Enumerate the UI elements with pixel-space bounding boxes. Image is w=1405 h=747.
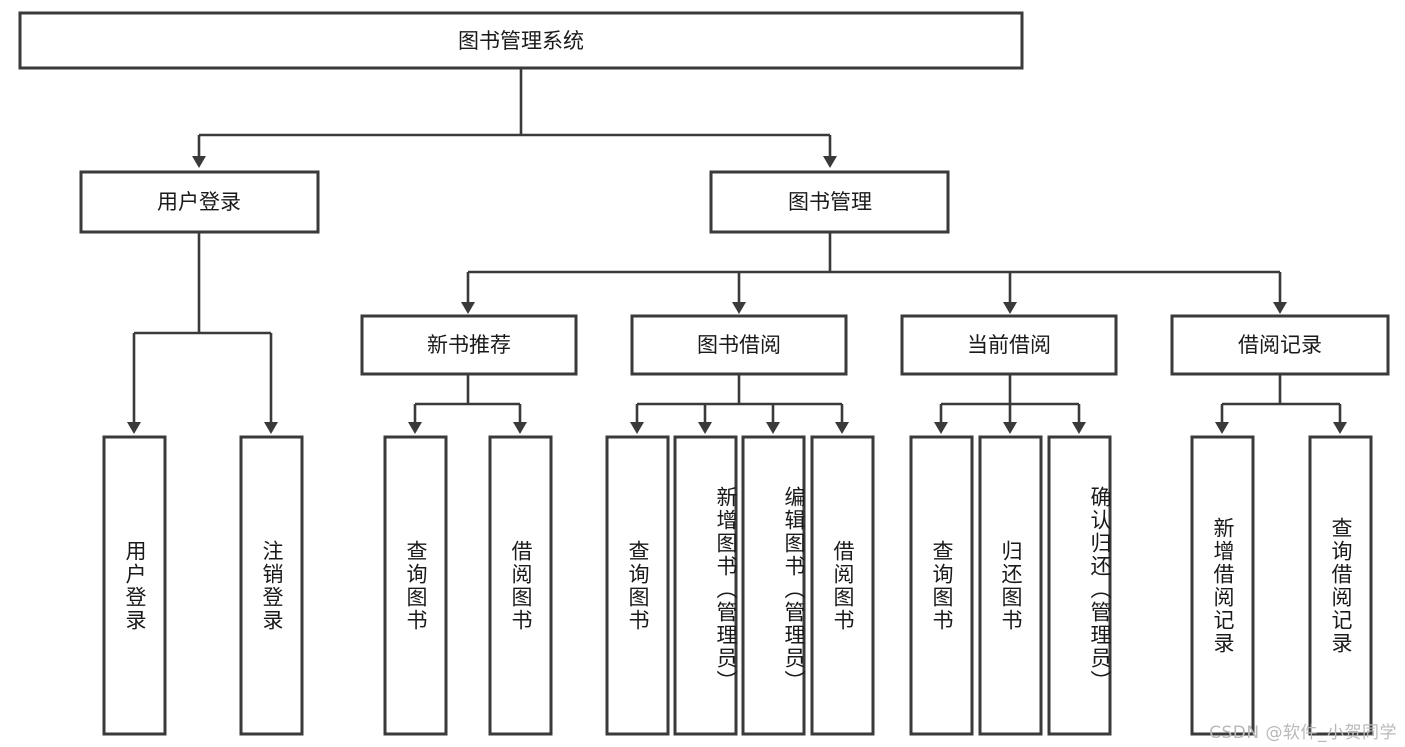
leaf-node-book-borrow-1[interactable]	[605, 435, 670, 736]
leaf-node-current-borrow-1[interactable]	[909, 435, 974, 736]
node-current-borrow-label: 当前借阅	[967, 333, 1051, 357]
node-new-book-recommend-label: 新书推荐	[427, 333, 511, 357]
leaf-node-borrow-records-1[interactable]	[1190, 435, 1255, 736]
node-new-book-recommend[interactable]: 新书推荐	[360, 314, 578, 376]
leaf-node-user-login-1[interactable]	[102, 435, 167, 736]
connector-group-root-to-level2	[192, 68, 837, 168]
node-borrow-records-label: 借阅记录	[1238, 333, 1322, 357]
connector-group-bookmanage-to-level3	[461, 232, 1287, 314]
leaf-node-new-book-2[interactable]	[488, 435, 553, 736]
node-book-manage-label: 图书管理	[788, 190, 872, 214]
node-current-borrow[interactable]: 当前借阅	[900, 314, 1118, 376]
node-book-borrow-label: 图书借阅	[697, 333, 781, 357]
node-book-manage[interactable]: 图书管理	[709, 170, 950, 234]
node-root[interactable]: 图书管理系统	[18, 11, 1024, 70]
node-user-login-label: 用户登录	[157, 190, 241, 214]
connector-group-newbook-to-leaves	[408, 374, 527, 434]
leaf-node-borrow-records-2[interactable]	[1308, 435, 1373, 736]
node-user-login[interactable]: 用户登录	[79, 170, 320, 234]
connector-group-bookborrow-to-leaves	[630, 374, 849, 434]
leaf-node-current-borrow-3[interactable]	[1047, 435, 1112, 736]
watermark-text: CSDN @软件_小贺同学	[1209, 723, 1397, 743]
node-root-label: 图书管理系统	[458, 29, 584, 53]
node-book-borrow[interactable]: 图书借阅	[630, 314, 848, 376]
node-borrow-records[interactable]: 借阅记录	[1170, 314, 1390, 376]
leaf-node-book-borrow-2[interactable]	[673, 435, 738, 736]
leaf-node-current-borrow-2[interactable]	[978, 435, 1043, 736]
connector-group-userlogin-to-leaves	[127, 232, 278, 434]
leaf-node-book-borrow-3[interactable]	[741, 435, 806, 736]
leaf-node-user-login-2[interactable]	[239, 435, 304, 736]
connector-group-currentborrow-to-leaves	[934, 374, 1086, 434]
connector-group-borrowrecords-to-leaves	[1215, 374, 1347, 434]
leaf-node-new-book-1[interactable]	[383, 435, 448, 736]
leaf-node-book-borrow-4[interactable]	[810, 435, 875, 736]
